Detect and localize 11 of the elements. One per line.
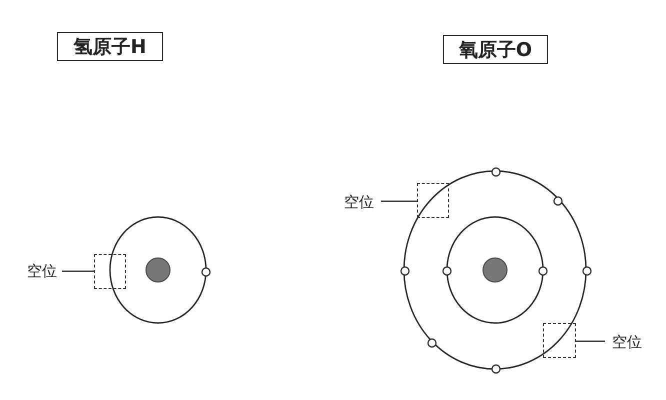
label-text: 空位	[339, 191, 379, 213]
leader-line	[62, 270, 94, 272]
vacancy-box	[94, 254, 126, 289]
label-text: 空位	[607, 331, 647, 353]
vacancy-box	[417, 183, 449, 218]
leader-line	[576, 340, 605, 342]
leader-line	[381, 200, 417, 202]
heading-box: 氧原子O	[443, 35, 548, 64]
heading-box: 氢原子H	[57, 32, 163, 61]
vacancy-box	[543, 323, 576, 358]
label-text: 空位	[24, 260, 60, 282]
